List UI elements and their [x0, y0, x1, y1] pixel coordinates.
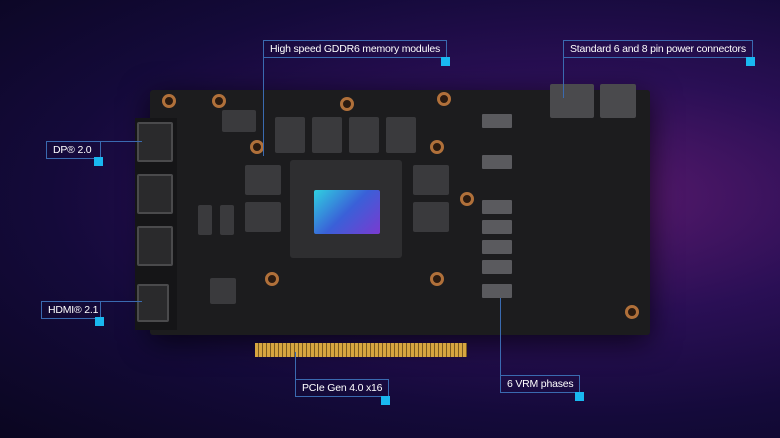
displayport-port — [137, 174, 173, 214]
controller-chip — [210, 278, 236, 304]
mounting-hole — [460, 192, 474, 206]
pcie-marker — [381, 396, 390, 405]
pcie-connector — [255, 343, 467, 357]
inductor — [222, 110, 256, 132]
mounting-hole — [212, 94, 226, 108]
mounting-hole — [162, 94, 176, 108]
memory-module — [312, 117, 342, 153]
vrm-phase — [482, 240, 512, 254]
hdmi-marker — [95, 317, 104, 326]
power-label: Standard 6 and 8 pin power connectors — [563, 40, 753, 58]
vrm-phase — [482, 200, 512, 214]
memory-marker — [441, 57, 450, 66]
displayport-port — [137, 226, 173, 266]
displayport-port — [137, 122, 173, 162]
memory-leader-line — [263, 56, 264, 156]
vrm-phase — [482, 220, 512, 234]
power-leader-line — [563, 56, 564, 98]
memory-module — [386, 117, 416, 153]
mounting-hole — [250, 140, 264, 154]
memory-module — [245, 165, 281, 195]
hdmi-port — [137, 284, 169, 322]
6-pin-power-connector — [600, 84, 636, 118]
memory-module — [275, 117, 305, 153]
mounting-hole — [340, 97, 354, 111]
pcie-leader-line — [295, 352, 296, 380]
mounting-hole — [430, 272, 444, 286]
displayport-marker — [94, 157, 103, 166]
vrm-phase — [482, 260, 512, 274]
inductor — [220, 205, 234, 235]
mounting-hole — [430, 140, 444, 154]
power-marker — [746, 57, 755, 66]
vrm-phase — [482, 284, 512, 298]
vrm-phase — [482, 114, 512, 128]
memory-label: High speed GDDR6 memory modules — [263, 40, 448, 58]
vrm-marker — [575, 392, 584, 401]
vrm-phase — [482, 155, 512, 169]
mounting-hole — [265, 272, 279, 286]
hdmi-leader-line — [100, 301, 142, 302]
vrm-leader-line — [500, 298, 501, 376]
memory-module — [413, 165, 449, 195]
displayport-label: DP® 2.0 — [46, 141, 101, 159]
mounting-hole — [625, 305, 639, 319]
memory-module — [245, 202, 281, 232]
pcie-label: PCIe Gen 4.0 x16 — [295, 379, 390, 397]
vrm-label: 6 VRM phases — [500, 375, 581, 393]
memory-module — [349, 117, 379, 153]
gpu-die — [314, 190, 380, 234]
hdmi-label: HDMI® 2.1 — [41, 301, 101, 319]
8-pin-power-connector — [550, 84, 594, 118]
mounting-hole — [437, 92, 451, 106]
displayport-leader-line — [100, 141, 142, 142]
inductor — [198, 205, 212, 235]
memory-module — [413, 202, 449, 232]
